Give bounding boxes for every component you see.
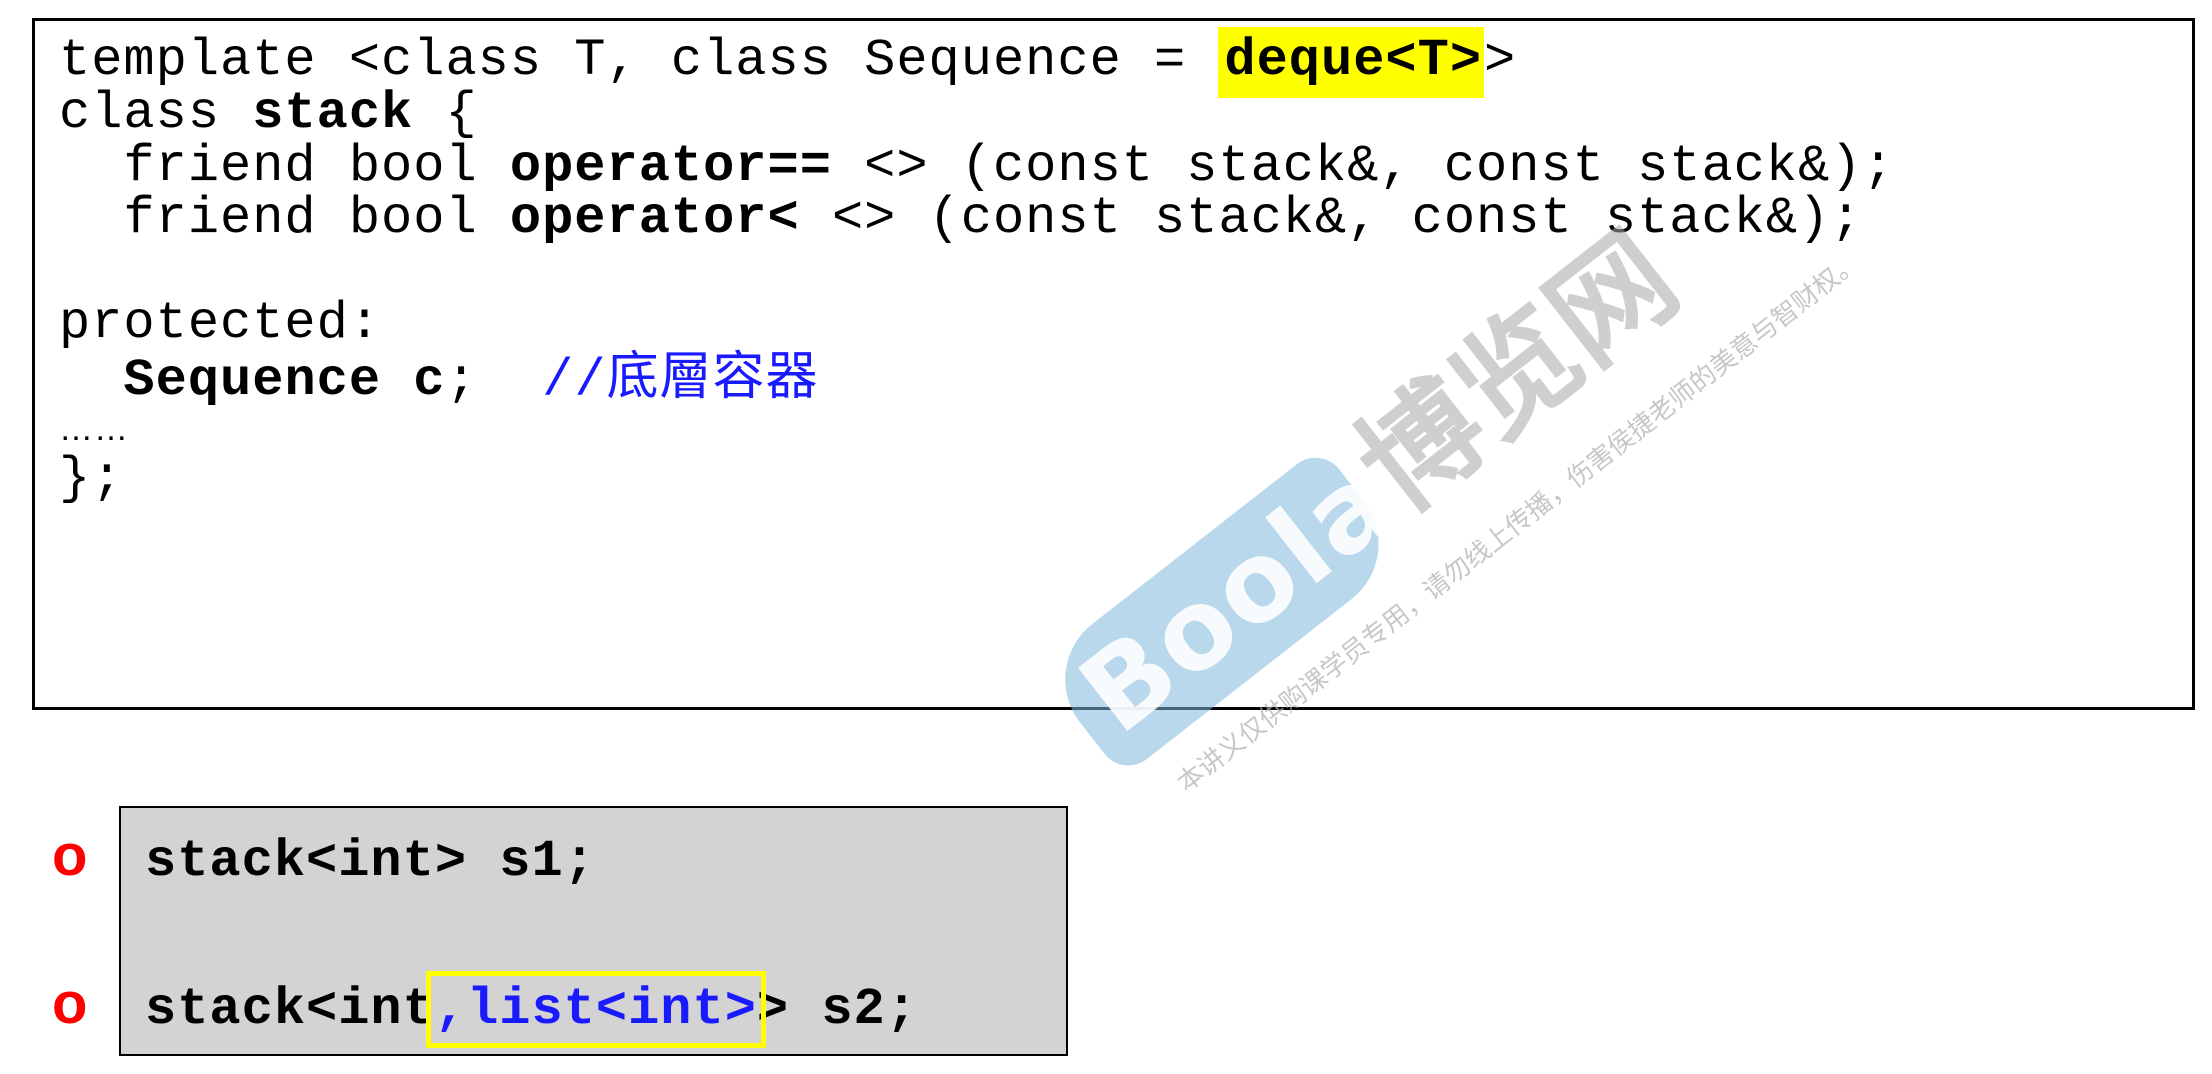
code-line-member: Sequence c; //底層容器	[123, 347, 819, 410]
code-line-operator-eq: friend bool operator== <> (const stack&,…	[59, 137, 1895, 196]
code-line-template: template <class T, class Sequence = dequ…	[59, 27, 1516, 98]
code-line-close: };	[59, 449, 124, 508]
example-line-1: stack<int> s1;	[145, 832, 596, 891]
code-line-ellipsis: ……	[59, 410, 129, 448]
member-sequence: Sequence c	[123, 351, 446, 410]
default-container-highlight: deque<T>	[1218, 27, 1485, 98]
class-name: stack	[252, 84, 414, 143]
example-line-2: stack<int,list<int>> s2;	[145, 971, 918, 1048]
code-line-class: class stack {	[59, 84, 478, 143]
operator-lt: operator<	[509, 189, 800, 248]
operator-eq: operator==	[509, 137, 832, 196]
example-box: stack<int> s1; stack<int,list<int>> s2;	[119, 806, 1068, 1056]
code-line-operator-lt: friend bool operator< <> (const stack&, …	[59, 189, 1863, 248]
bullet-2: o	[52, 971, 88, 1036]
bullet-1: o	[52, 823, 88, 888]
code-block: template <class T, class Sequence = dequ…	[32, 18, 2195, 710]
custom-container-highlight: ,list<int>	[425, 971, 766, 1048]
code-line-protected: protected:	[59, 294, 382, 353]
code-comment: //底層容器	[542, 347, 819, 410]
